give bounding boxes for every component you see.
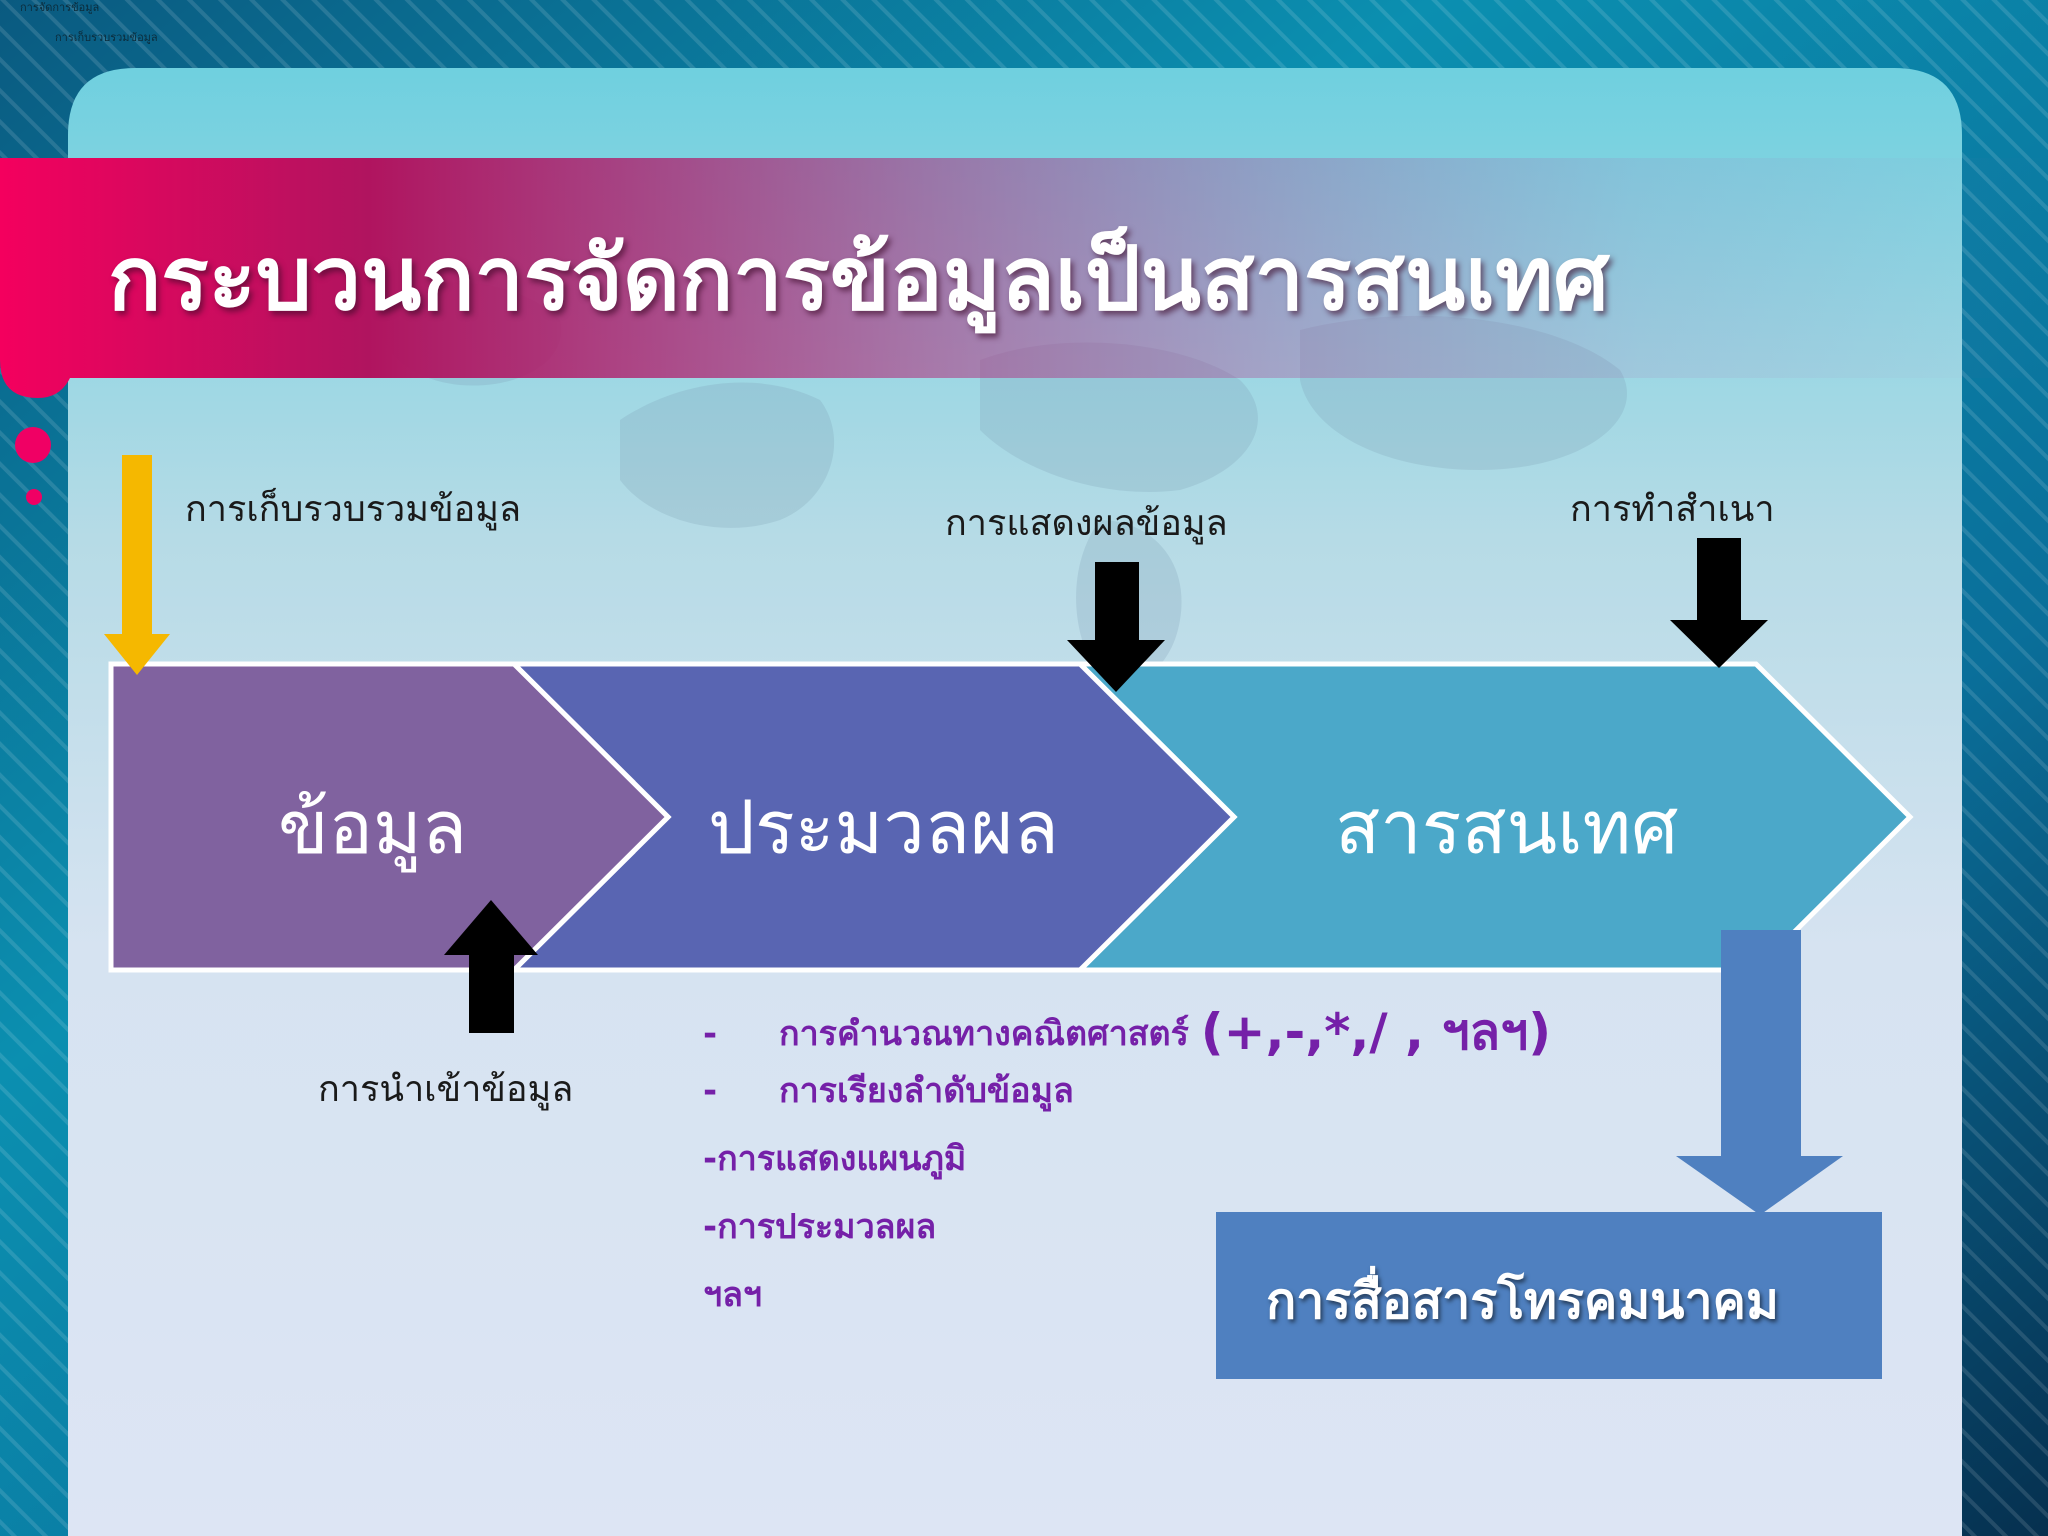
stage-info-label: สารสนเทศ [1335,785,1679,871]
page-title: กระบวนการจัดการข้อมูลเป็นสารสนเทศ [108,227,1610,330]
processing-item-5: ฯลฯ [703,1275,763,1315]
processing-item-3: -การแสดงแผนภูมิ [703,1139,967,1179]
stage-process-label: ประมวลผล [708,785,1059,871]
caption-copy: การทำสำเนา [1570,489,1775,530]
tiny-header-line-2: การเก็บรวบรวมข้อมูล [55,31,158,44]
tiny-header-line-1: การจัดการข้อมูล [20,1,100,14]
caption-collect: การเก็บรวบรวมข้อมูล [185,489,522,530]
collect-arrow-icon [104,455,170,675]
processing-item-1: - การคำนวณทางคณิตศาสตร์ (+,-,*,/ , ฯลฯ) [703,993,1551,1072]
stage-data-shape [108,661,672,973]
item-dash: - [703,1014,718,1054]
communication-arrow-icon [1676,930,1843,1215]
caption-input: การนำเข้าข้อมูล [318,1069,574,1110]
communication-label: การสื่อสารโทรคมนาคม [1266,1272,1779,1330]
caption-display: การแสดงผลข้อมูล [945,503,1228,544]
communication-box [1216,1212,1882,1379]
input-arrow-icon [444,900,538,1033]
display-arrow-icon [1067,562,1165,692]
item-text: การเรียงลำดับข้อมูล [779,1071,1074,1111]
stage-data-label: ข้อมูล [278,785,468,871]
item-text: การคำนวณทางคณิตศาสตร์ [779,1014,1189,1054]
processing-item-4: -การประมวลผล [703,1207,937,1247]
processing-item-2: - การเรียงลำดับข้อมูล [703,1063,1074,1117]
item-dash: - [703,1071,718,1111]
item-ops: (+,-,*,/ , ฯลฯ) [1200,1003,1552,1061]
copy-arrow-icon [1670,538,1768,668]
